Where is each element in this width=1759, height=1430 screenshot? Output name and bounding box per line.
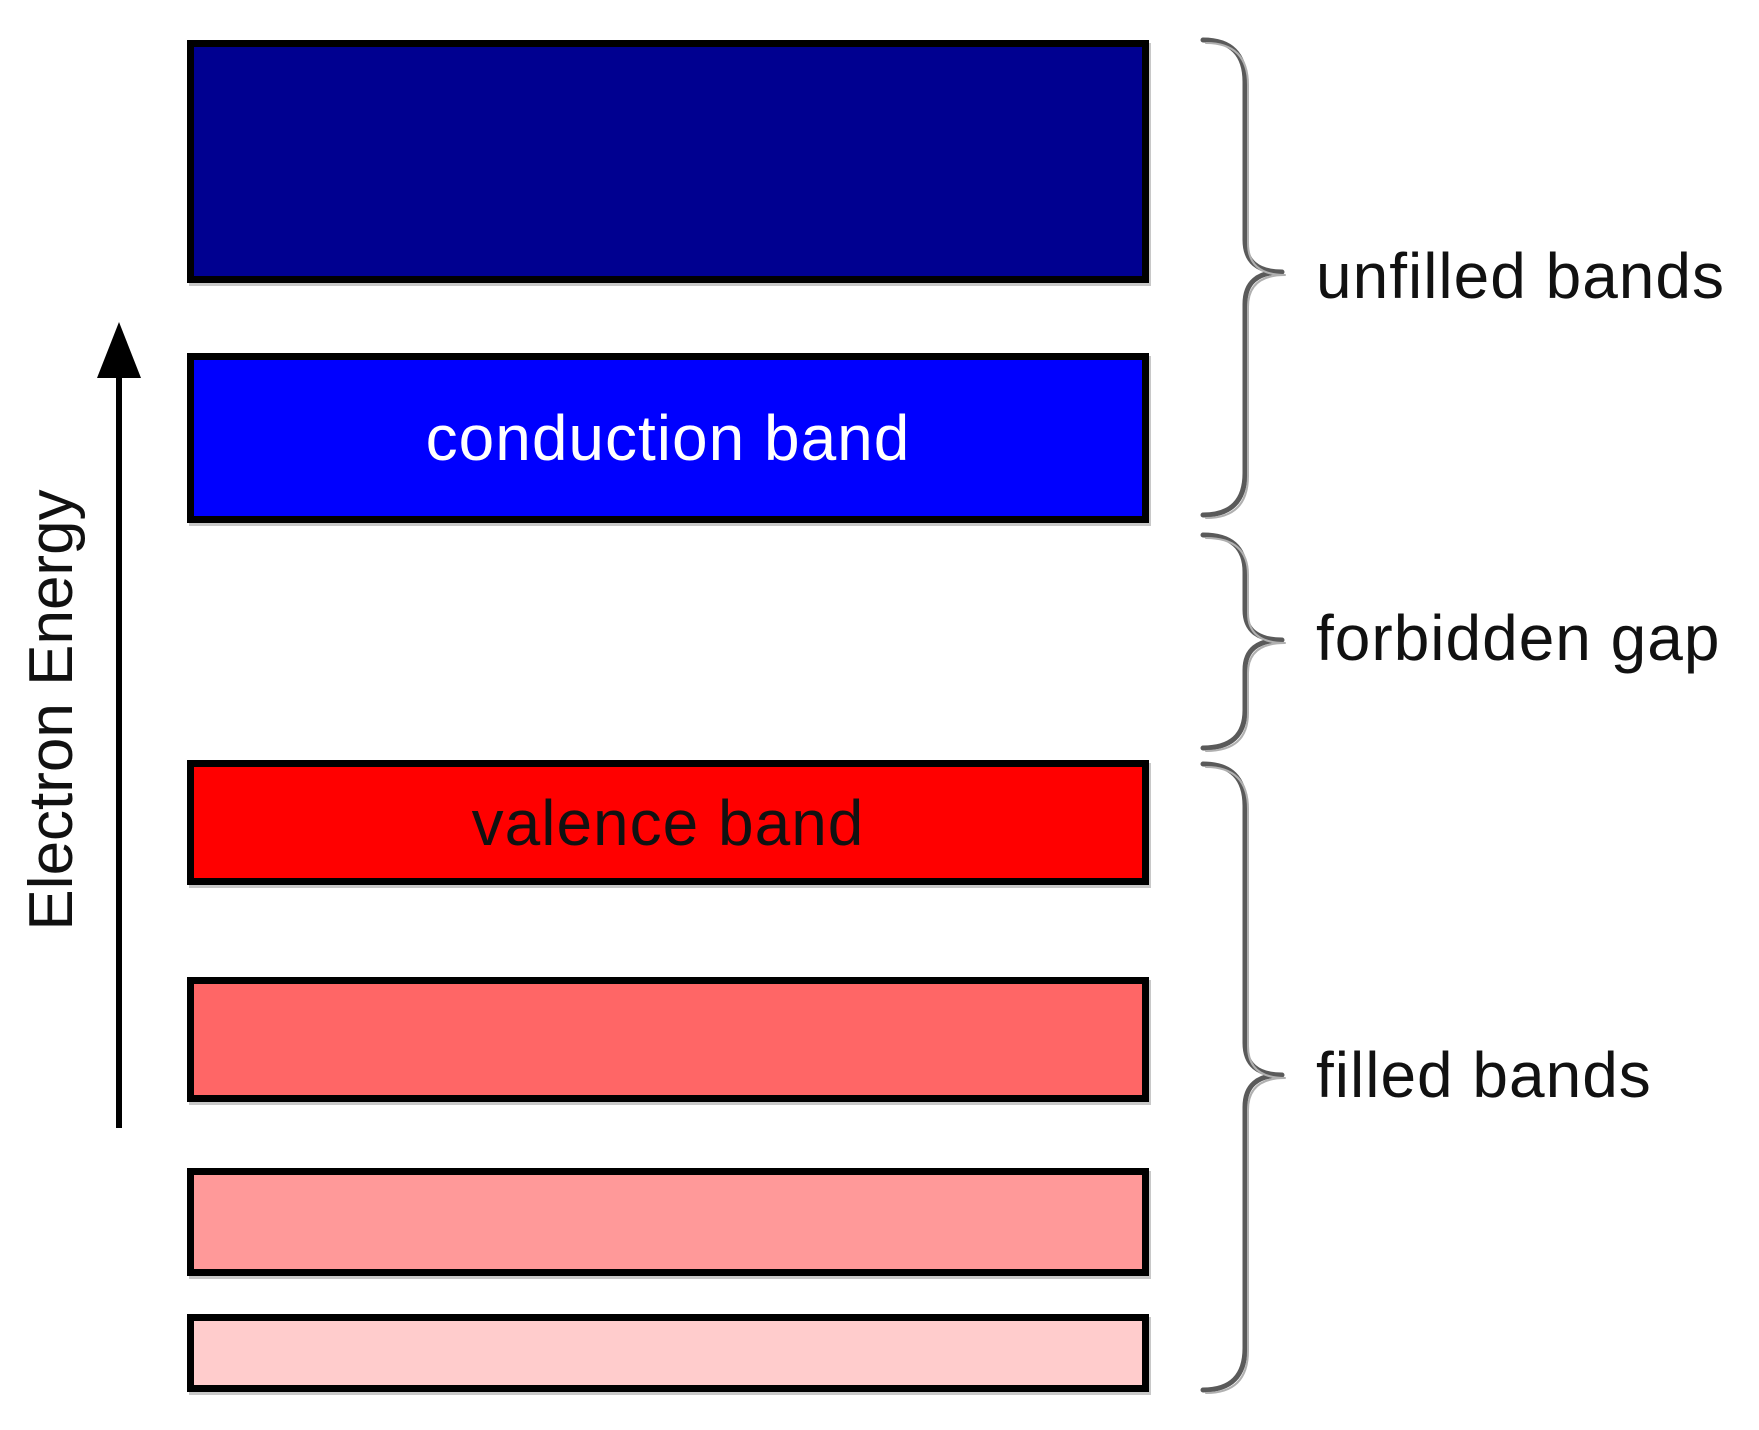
valence-band: valence band xyxy=(187,760,1149,885)
unfilled-band-upper xyxy=(187,40,1149,283)
group-label-unfilled-bands: unfilled bands xyxy=(1316,240,1725,312)
filled-band-1 xyxy=(187,977,1149,1102)
filled-band-3 xyxy=(187,1314,1149,1392)
conduction-band: conduction band xyxy=(187,353,1149,523)
group-label-filled-bands: filled bands xyxy=(1316,1039,1652,1111)
brace-filled xyxy=(1200,761,1285,1393)
conduction-band-label: conduction band xyxy=(425,402,911,474)
brace-gap xyxy=(1200,532,1285,751)
valence-band-label: valence band xyxy=(471,786,865,859)
group-label-forbidden-gap: forbidden gap xyxy=(1316,602,1721,674)
brace-unfilled xyxy=(1200,37,1285,518)
filled-band-2 xyxy=(187,1168,1149,1276)
